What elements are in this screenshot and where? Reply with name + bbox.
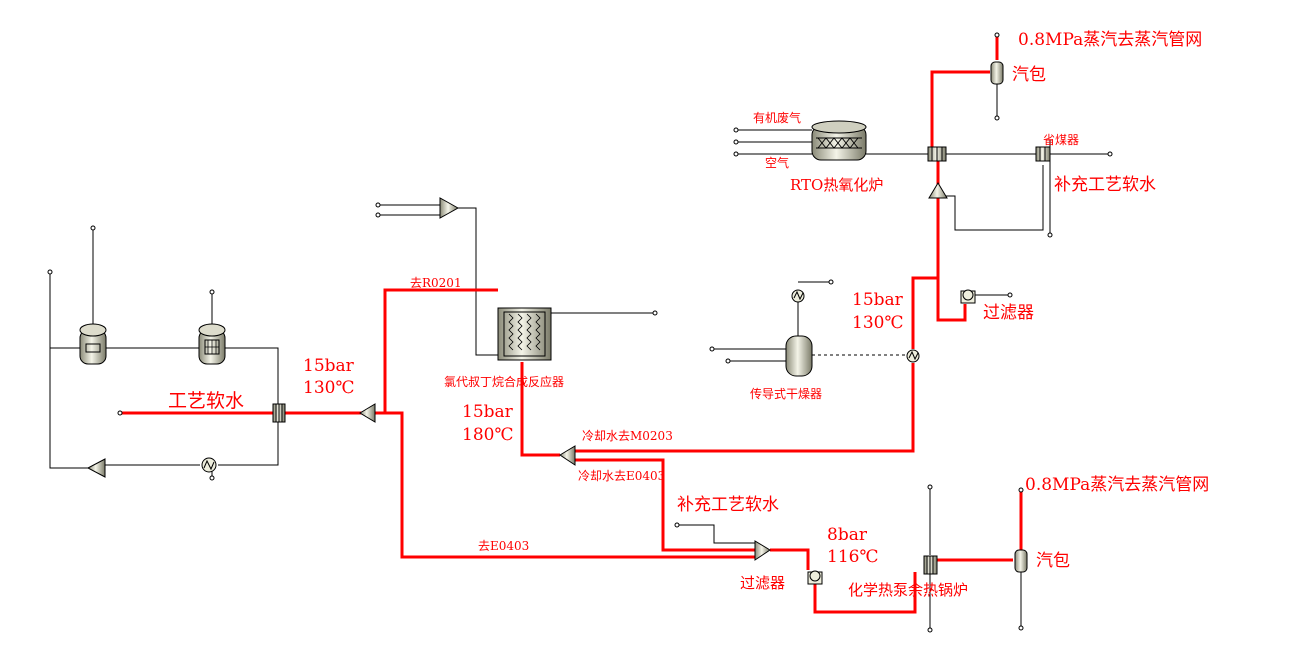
economizer-label: 省煤器	[1043, 133, 1079, 147]
pipe-line	[458, 207, 498, 356]
cooling-water-m0203-label: 冷却水去M0203	[582, 429, 673, 443]
left-heat-exchanger[interactable]	[272, 403, 286, 423]
to-r0201-label: 去R0201	[410, 276, 462, 290]
organic-waste-gas-label: 有机废气	[753, 110, 801, 125]
filter-top-unit[interactable]	[960, 289, 976, 304]
filter-top-label: 过滤器	[983, 303, 1034, 323]
mixer-up[interactable]	[928, 182, 948, 199]
pressure-left-label: 15bar	[303, 356, 355, 376]
to-e0403-label: 去E0403	[478, 539, 529, 553]
cw-m0203-pipe	[575, 363, 915, 453]
temperature-bottom-label: 116℃	[827, 547, 878, 567]
filter-bottom-unit[interactable]	[807, 570, 823, 585]
pipe-line	[49, 272, 93, 469]
to-economizer-pipe	[911, 198, 940, 349]
to-r0201-pipe	[375, 288, 498, 415]
reactor-label: 氯代叔丁烷合成反应器	[444, 374, 564, 389]
mixer-top[interactable]	[439, 197, 460, 219]
splitter-bottom-left[interactable]	[86, 458, 106, 478]
cw-e0403-pipe	[575, 458, 758, 552]
temperature-right-label: 130℃	[852, 313, 903, 333]
drum-feed-pipe	[930, 70, 990, 150]
pipe-line	[677, 524, 755, 544]
pressure-mid-label: 15bar	[462, 402, 514, 422]
drum-top-label: 汽包	[1012, 65, 1046, 85]
temperature-mid-label: 180℃	[462, 425, 513, 445]
filter-loop-pipe	[936, 278, 967, 322]
endpoint-dots	[47, 32, 1113, 633]
makeup-water-top-label: 补充工艺软水	[1054, 175, 1156, 195]
to-e0403-pipe	[375, 411, 758, 559]
splitter-mid[interactable]	[559, 445, 576, 466]
waste-heat-boiler-label: 化学热泵余热锅炉	[848, 581, 968, 599]
left-vessel-2[interactable]	[198, 323, 226, 365]
mixer-bottom[interactable]	[754, 540, 771, 561]
cooling-water-e0403-label: 冷却水去E0403	[578, 469, 665, 483]
steam-to-network-top-label: 0.8MPa蒸汽去蒸汽管网	[1018, 30, 1202, 50]
pipe-line	[945, 165, 1044, 231]
waste-heat-boiler[interactable]	[923, 555, 938, 575]
temperature-left-label: 130℃	[303, 378, 354, 398]
pipe-line	[225, 347, 279, 405]
steam-to-network-bottom-label: 0.8MPa蒸汽去蒸汽管网	[1025, 475, 1209, 495]
dryer-exchanger[interactable]	[906, 349, 920, 363]
pressure-right-label: 15bar	[852, 290, 904, 310]
reactor-unit[interactable]	[497, 307, 552, 361]
pipe-line	[218, 420, 279, 466]
dryer-label: 传导式干燥器	[750, 386, 822, 401]
economizer-unit[interactable]	[1035, 146, 1051, 162]
dryer-valve[interactable]	[791, 289, 805, 303]
rto-furnace[interactable]	[811, 120, 867, 161]
left-vessel-1[interactable]	[79, 323, 107, 365]
boiler-feed-pipe	[770, 548, 810, 570]
red-pipes	[120, 35, 1023, 614]
air-label: 空气	[765, 155, 789, 170]
black-pipes	[49, 90, 1110, 630]
steam-drum-top[interactable]	[990, 61, 1004, 90]
rto-label: RTO热氧化炉	[790, 176, 883, 194]
rto-heat-exchanger[interactable]	[927, 146, 947, 162]
reactor-outlet-pipe	[520, 362, 560, 457]
steam-drum-bottom[interactable]	[1014, 549, 1028, 573]
process-soft-water-label: 工艺软水	[168, 390, 244, 412]
drum-bottom-label: 汽包	[1036, 551, 1070, 571]
boiler-loop-pipe	[813, 572, 917, 614]
makeup-water-bottom-label: 补充工艺软水	[677, 495, 779, 515]
splitter-left[interactable]	[359, 403, 376, 423]
pressure-bottom-label: 8bar	[827, 525, 868, 545]
filter-bottom-label: 过滤器	[740, 574, 785, 592]
cooler-left[interactable]	[201, 457, 217, 473]
dryer-unit[interactable]	[785, 335, 813, 377]
